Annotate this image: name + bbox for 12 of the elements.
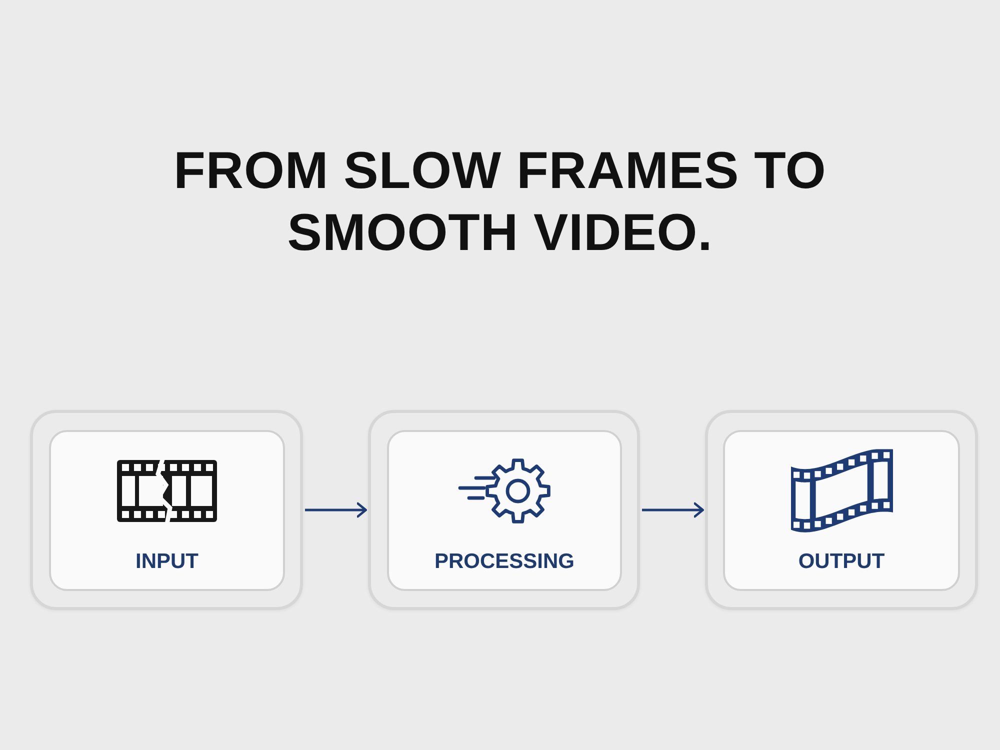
arrow — [642, 502, 704, 518]
diagram-title: FROM SLOW FRAMES TO SMOOTH VIDEO. — [172, 141, 828, 264]
step-label: PROCESSING — [433, 549, 576, 575]
step-frame — [368, 410, 640, 610]
step-card — [387, 430, 622, 591]
step-label: OUTPUT — [797, 549, 886, 575]
step-label: INPUT — [134, 549, 200, 575]
step-frame — [705, 410, 978, 610]
step-frame — [30, 410, 303, 610]
arrow — [305, 502, 367, 518]
step-card — [723, 430, 960, 591]
step-card — [49, 430, 285, 591]
